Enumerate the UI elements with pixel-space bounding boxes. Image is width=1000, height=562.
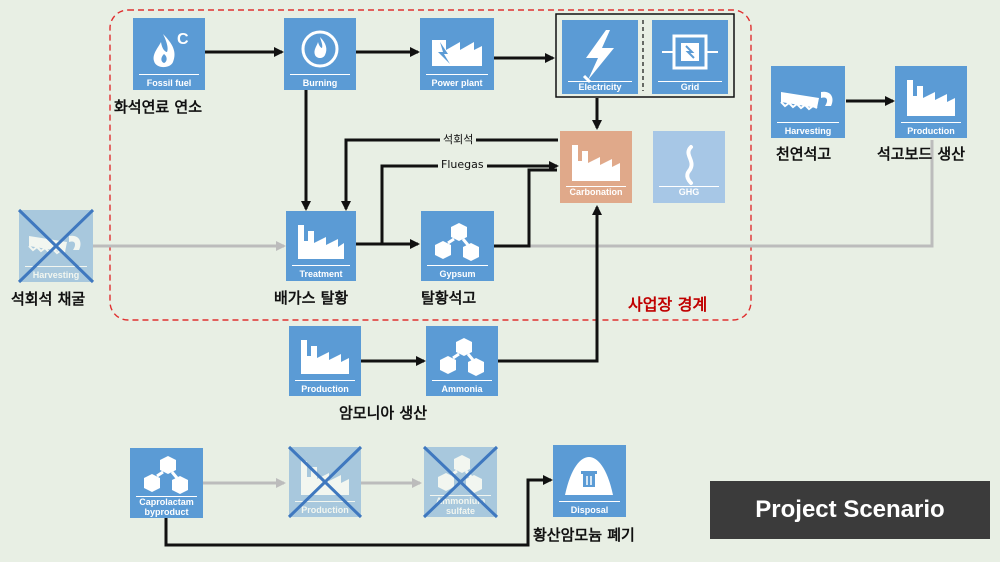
label-fossil-combustion: 화석연료 연소 (114, 98, 203, 116)
label-limestone-mining: 석회석 채굴 (11, 290, 86, 308)
harvesting-limestone-caption: Harvesting (32, 270, 80, 280)
production-board-caption: Production (907, 126, 955, 136)
electricity-node: Electricity (562, 20, 638, 94)
landfill-icon (565, 457, 613, 495)
label-business-boundary: 사업장 경계 (628, 295, 708, 314)
factory-icon (907, 80, 955, 116)
production-board-node: Production (895, 66, 967, 138)
edge-caprolactam-to-disposal (164, 475, 553, 547)
burning-caption: Burning (302, 78, 338, 88)
flow-label-limestone: 석회석 (440, 131, 477, 147)
label-desulfurized-gypsum: 탈황석고 (421, 289, 477, 307)
label-gypsum-board-production: 석고보드 생산 (877, 145, 966, 163)
factory-icon (298, 225, 344, 259)
fossil-fuel-node: C Fossil fuel (133, 18, 205, 90)
scenario-title: Project Scenario (755, 496, 945, 523)
svg-text:C: C (177, 31, 189, 48)
power-plant-caption: Power plant (431, 78, 483, 88)
edge-limestone-to-treatment (341, 138, 558, 211)
grid-icon (662, 34, 718, 70)
flow-label-fluegas: Fluegas (438, 158, 487, 171)
production-ammonia-node: Production (289, 326, 361, 396)
disposal-caption: Disposal (570, 505, 609, 515)
harvesting-limestone-node: Harvesting (19, 210, 93, 282)
caprolactam-caption: Caprolactam byproduct (130, 497, 203, 517)
flame-c-icon: C (153, 31, 189, 68)
ammonia-caption: Ammonia (441, 384, 483, 394)
electricity-grid-frame (555, 13, 735, 98)
factory-icon (301, 340, 349, 374)
edge-fluegas-to-carbonation (380, 161, 559, 244)
production-as-node: Production (289, 447, 361, 517)
lightning-factory-icon (432, 40, 482, 66)
edge-gypsum-to-board (497, 140, 934, 248)
gypsum-node: Gypsum (421, 211, 494, 281)
grid-node: Grid (652, 20, 728, 94)
ammonium-sulfate-caption-line2: sulfate (445, 506, 475, 516)
carbonation-caption: Carbonation (569, 187, 623, 197)
ammonium-sulfate-node: Ammonium sulfate (424, 447, 497, 517)
edge-ammonia-to-carbonation (498, 205, 602, 363)
harvesting-natural-node: Harvesting (771, 66, 845, 138)
label-flue-gas-desulfurization: 배가스 탈황 (274, 289, 349, 307)
label-ammonia-production: 암모니아 생산 (339, 404, 428, 422)
grid-caption: Grid (680, 82, 700, 92)
ammonium-sulfate-caption: Ammonium sulfate (424, 496, 497, 516)
electricity-caption: Electricity (578, 82, 622, 92)
ammonium-sulfate-caption-line1: Ammonium (435, 496, 486, 506)
treatment-node: Treatment (286, 211, 356, 281)
production-ammonia-caption: Production (301, 384, 349, 394)
molecule-icon (435, 223, 479, 261)
ghg-caption: GHG (678, 187, 700, 197)
ammonia-node: Ammonia (426, 326, 498, 396)
caprolactam-caption-line2: byproduct (144, 507, 189, 517)
treatment-caption: Treatment (299, 269, 343, 279)
factory-icon (572, 145, 620, 181)
carbonation-node: Carbonation (560, 131, 632, 203)
molecule-icon (440, 338, 484, 376)
disposal-node: Disposal (553, 445, 626, 517)
fossil-fuel-caption: Fossil fuel (146, 78, 192, 88)
gypsum-caption: Gypsum (439, 269, 476, 279)
burning-node: Burning (284, 18, 356, 90)
production-as-caption: Production (301, 505, 349, 515)
smoke-icon (685, 145, 694, 185)
business-boundary-frame (109, 9, 752, 321)
label-natural-gypsum: 천연석고 (776, 145, 832, 163)
caprolactam-caption-line1: Caprolactam (139, 497, 194, 507)
power-plant-node: Power plant (420, 18, 494, 90)
edge-gypsum-to-carbonation (494, 168, 557, 248)
label-ammonium-sulfate-disposal: 황산암모늄 폐기 (533, 526, 635, 544)
scenario-title-banner: Project Scenario (710, 481, 990, 539)
saw-icon (780, 91, 833, 111)
harvesting-natural-caption: Harvesting (784, 126, 832, 136)
ghg-node: GHG (653, 131, 725, 203)
flame-circle-icon (301, 30, 339, 68)
caprolactam-node: Caprolactam byproduct (130, 448, 203, 518)
molecule-icon (144, 456, 188, 494)
